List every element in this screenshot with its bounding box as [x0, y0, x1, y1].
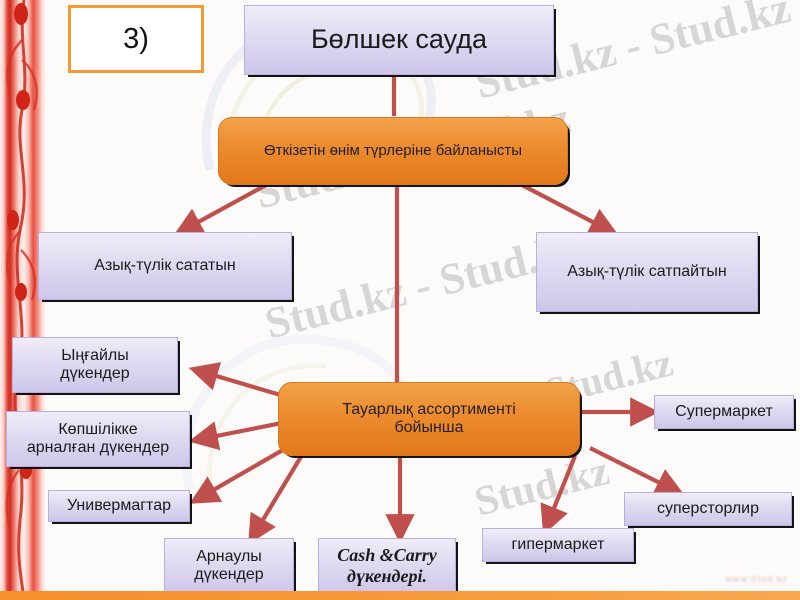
node-superstore-label: суперсторлир — [656, 499, 760, 517]
node-cash-and-carry-line1: Cash &Carry — [337, 545, 437, 566]
decorative-vine-icon — [5, 0, 38, 600]
node-hypermarket[interactable]: гипермаркет — [482, 528, 634, 562]
node-root[interactable]: Бөлшек сауда — [244, 5, 554, 75]
node-branch-assortment-line2: бойынша — [394, 419, 464, 436]
node-branch-assortment-label: Тауарлық ассортименті бойынша — [342, 401, 516, 438]
node-cash-and-carry[interactable]: Cash &Carry дүкендері. — [318, 538, 456, 594]
node-hypermarket-label: гипермаркет — [511, 535, 605, 553]
node-branch-product-type[interactable]: Өткізетін өнім түрлеріне байланысты — [218, 117, 568, 185]
node-supermarket[interactable]: Супермаркет — [654, 395, 794, 429]
bottom-accent-bar — [0, 591, 800, 600]
slide-number-badge: 3) — [68, 5, 204, 73]
node-branch-assortment[interactable]: Тауарлық ассортименті бойынша — [278, 382, 580, 456]
node-supermarket-label: Супермаркет — [675, 402, 773, 420]
node-branch-assortment-line1: Тауарлық ассортименті — [342, 400, 516, 418]
node-specialty-stores-line1: Арнаулы — [196, 547, 262, 565]
slide-number-label: 3) — [123, 22, 149, 55]
node-food-selling[interactable]: Азық-түлік сататын — [38, 232, 292, 300]
node-food-selling-label: Азық-түлік сататын — [94, 256, 236, 274]
node-branch-product-type-label: Өткізетін өнім түрлеріне байланысты — [263, 142, 523, 160]
node-convenience-stores-line1: Ыңғайлы — [61, 346, 129, 364]
node-general-stores-line2: арналған дүкендер — [26, 439, 170, 456]
node-general-stores[interactable]: Көпшілікке арналған дүкендер — [6, 411, 190, 467]
node-superstore[interactable]: суперсторлир — [624, 492, 792, 526]
node-department-stores-label: Универмагтар — [66, 496, 171, 514]
node-specialty-stores-line2: дүкендер — [194, 566, 264, 583]
node-general-stores-line1: Көпшілікке — [58, 420, 138, 438]
node-department-stores[interactable]: Универмагтар — [48, 490, 190, 522]
footer-watermark: www.Stud.kz — [725, 574, 788, 584]
node-root-label: Бөлшек сауда — [310, 24, 488, 55]
node-convenience-stores[interactable]: Ыңғайлы дүкендер — [12, 337, 178, 393]
node-nonfood-selling[interactable]: Азық-түлік сатпайтын — [536, 232, 758, 312]
node-specialty-stores[interactable]: Арнаулы дүкендер — [164, 538, 294, 594]
node-cash-and-carry-line2: дүкендері. — [347, 566, 427, 586]
node-convenience-stores-line2: дүкендер — [60, 365, 130, 382]
background-watermark: Stud.kz — [470, 447, 614, 526]
node-nonfood-selling-label: Азық-түлік сатпайтын — [567, 262, 727, 280]
